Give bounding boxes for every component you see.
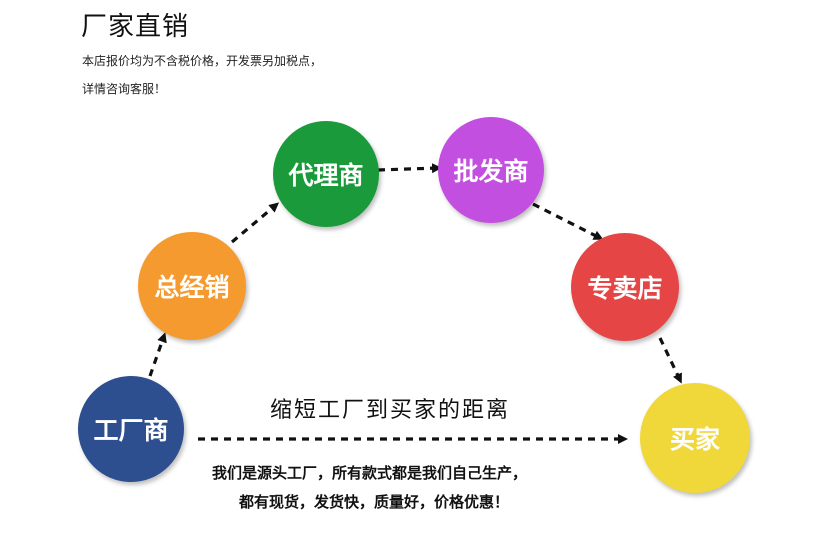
node-wholesaler: 批发商 [438, 117, 544, 223]
node-agent: 代理商 [273, 121, 379, 227]
description-line2: 都有现货，发货快，质量好，价格优惠！ [239, 493, 510, 511]
node-specialty-store: 专卖店 [571, 233, 679, 341]
arrow-agent-to-wholesale [377, 163, 442, 174]
arrow-factory-to-general [148, 332, 167, 377]
description-line1: 我们是源头工厂，所有款式都是我们自己生产， [212, 464, 528, 482]
page-title: 厂家直销 [81, 12, 190, 42]
tax-note-line1: 本店报价均为不含税价格，开发票另加税点， [82, 54, 323, 68]
node-general-distributor: 总经销 [138, 232, 246, 340]
node-factory: 工厂商 [78, 376, 184, 482]
node-buyer: 买家 [640, 383, 750, 493]
tax-note-line2: 详情咨询客服！ [82, 82, 167, 96]
arrow-wholesale-to-store [532, 202, 604, 240]
flow-caption: 缩短工厂到买家的距离 [270, 398, 511, 423]
arrow-general-to-agent [230, 202, 280, 244]
arrow-store-to-buyer [658, 337, 682, 384]
